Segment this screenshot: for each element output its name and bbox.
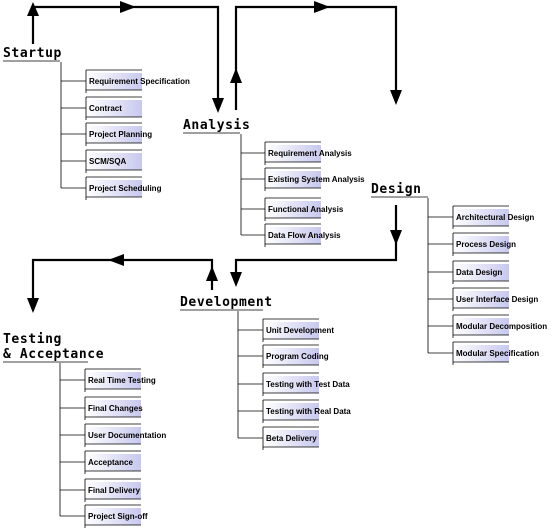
phase-title: Development [180,295,273,310]
design-tasks: Architectural Design Process Design Data… [427,198,547,365]
task-item: Project Scheduling [61,176,162,200]
task-item: Existing System Analysis [241,167,365,191]
development-tasks: Unit Development Program Coding Testing … [237,311,351,450]
task-label: Functional Analysis [268,205,344,214]
phase-analysis-label: Analysis [183,118,250,134]
arrowhead-right-icon [120,1,136,13]
phase-title: Design [371,182,422,197]
flow-analysis-to-design [234,5,398,110]
task-item: Final Changes [60,396,143,420]
task-label: Existing System Analysis [268,175,365,184]
task-item: Testing with Real Data [238,399,351,423]
task-label: Data Design [456,268,502,277]
testing-tasks: Real Time Testing Final Changes User Doc… [59,363,166,528]
arrowhead-up-icon [230,68,242,83]
task-label: Unit Development [266,326,334,335]
task-item: Modular Decomposition [428,314,547,338]
task-label: Modular Decomposition [456,322,547,331]
task-item: Architectural Design [428,205,534,229]
arrowhead-down-icon [212,98,224,113]
task-item: Testing with Test Data [238,372,350,396]
arrowhead-down-icon [390,90,402,105]
task-label: Program Coding [266,352,329,361]
task-label: Modular Specification [456,349,539,358]
task-label: SCM/SQA [89,157,127,166]
arrowhead-down-icon [390,230,402,245]
arrowhead-left-icon [108,254,124,266]
task-item: Unit Development [238,318,334,342]
task-label: Requirement Analysis [268,149,352,158]
task-label: Acceptance [88,458,133,467]
task-label: Beta Delivery [266,434,317,443]
task-item: User Interface Design [428,287,538,311]
task-label: Process Design [456,240,516,249]
task-item: Requirement Specification [61,69,190,93]
phase-development-label: Development [180,295,273,311]
startup-tasks: Requirement Specification Contract Proje… [60,62,190,200]
task-item: Requirement Analysis [241,141,352,165]
analysis-tasks: Requirement Analysis Existing System Ana… [240,134,365,247]
task-label: Project Scheduling [89,184,162,193]
task-item: Functional Analysis [241,197,344,221]
task-item: Process Design [428,232,516,256]
task-item: Program Coding [238,344,329,368]
arrowhead-down-icon [230,272,242,287]
arrowhead-right-icon [314,1,330,13]
task-label: Contract [89,104,122,113]
task-item: User Documentation [60,423,166,447]
task-item: SCM/SQA [61,149,142,173]
task-label: Testing with Test Data [266,380,350,389]
task-label: Architectural Design [456,213,534,222]
task-label: Final Delivery [88,486,141,495]
phase-title: & Acceptance [3,347,104,362]
phase-title: Testing [3,332,62,347]
task-item: Project Sign-off [60,504,148,528]
task-item: Data Flow Analysis [241,223,341,247]
phase-startup-label: Startup [3,46,62,62]
phase-testing-label: Testing & Acceptance [3,332,104,363]
task-label: Project Planning [89,130,152,139]
task-item: Data Design [428,260,509,284]
task-label: Testing with Real Data [266,407,351,416]
task-label: User Documentation [88,431,166,440]
task-label: Project Sign-off [88,512,148,521]
task-label: Requirement Specification [89,77,190,86]
arrowhead-up-icon [206,266,218,281]
task-label: Data Flow Analysis [268,231,341,240]
task-item: Beta Delivery [238,426,319,450]
phase-title: Analysis [183,118,250,133]
arrowhead-up-icon [27,2,39,16]
task-item: Modular Specification [428,341,539,365]
task-label: User Interface Design [456,295,538,304]
phase-title: Startup [3,46,62,61]
task-item: Final Delivery [60,478,141,502]
task-item: Acceptance [60,450,141,474]
task-label: Final Changes [88,404,143,413]
task-item: Real Time Testing [60,368,156,392]
task-label: Real Time Testing [88,376,156,385]
flow-connectors [27,1,402,313]
phase-design-label: Design [371,182,428,198]
task-item: Contract [61,96,142,120]
task-item: Project Planning [61,122,152,146]
arrowhead-down-icon [27,298,39,313]
